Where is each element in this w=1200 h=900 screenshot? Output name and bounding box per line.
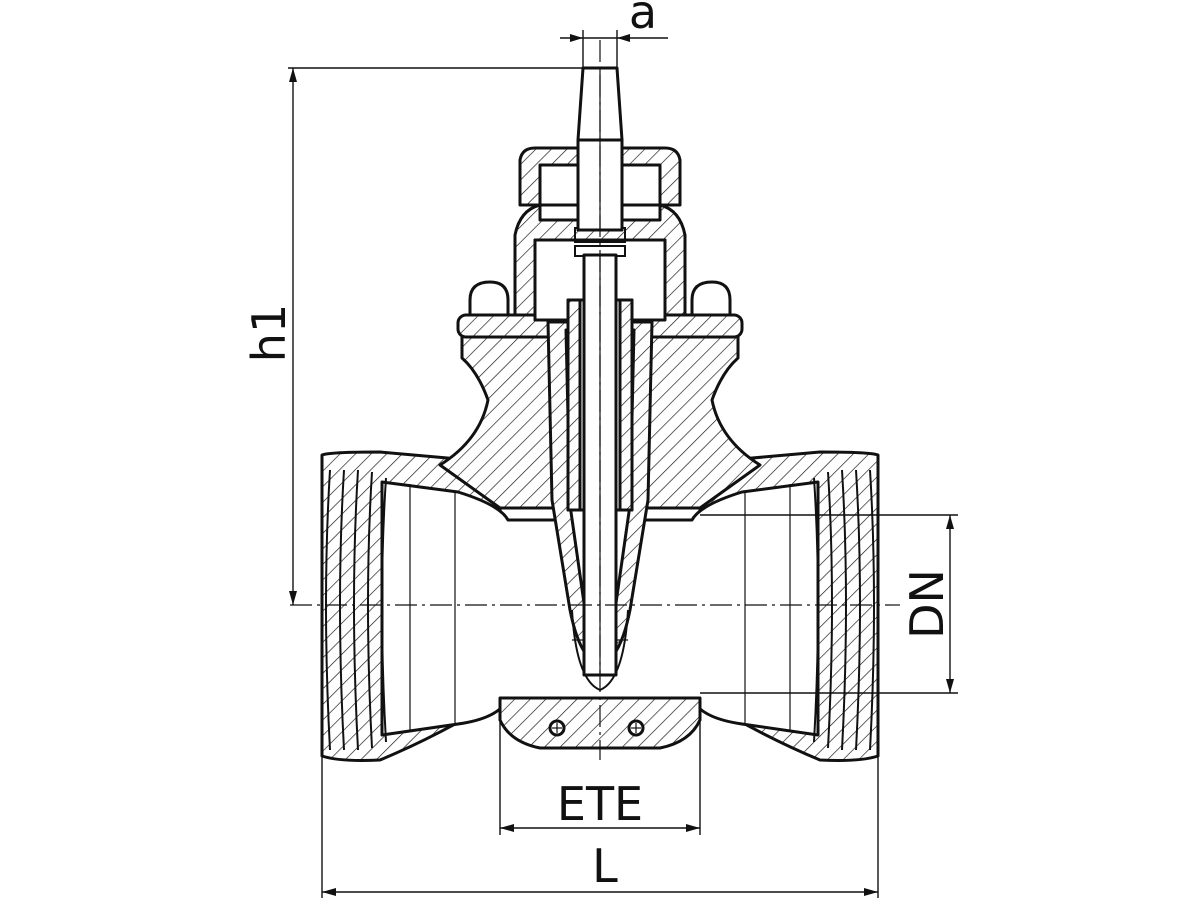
dimension-dn: DN: [700, 514, 958, 694]
dimension-a: a: [560, 0, 668, 68]
dimension-h1: h1: [242, 67, 583, 605]
label-ete: ETE: [557, 777, 643, 831]
label-l: L: [592, 839, 618, 893]
dimension-l: L: [321, 756, 879, 898]
label-dn: DN: [900, 569, 954, 639]
right-bolt: [690, 280, 732, 317]
label-h1: h1: [242, 304, 296, 362]
left-bolt: [468, 280, 510, 317]
dimension-ete: ETE: [499, 698, 701, 835]
label-a: a: [629, 0, 657, 39]
bonnet-shell: [513, 203, 687, 317]
